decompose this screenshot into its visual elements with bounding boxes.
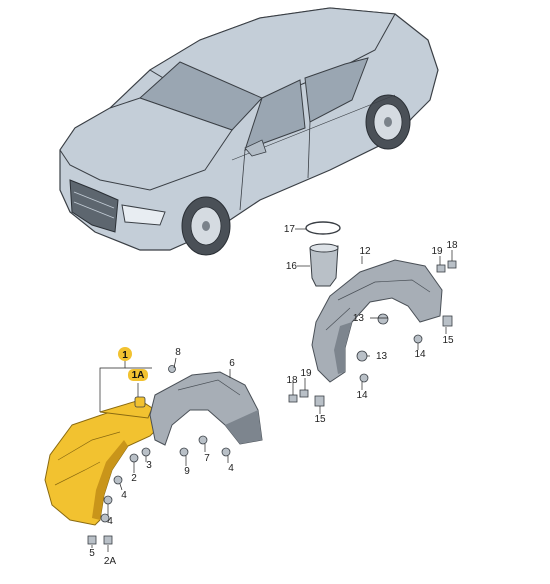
clip-icon — [314, 395, 325, 407]
label-1A: 1A — [132, 370, 145, 381]
label-6: 6 — [229, 358, 235, 369]
car-grille — [69, 179, 119, 233]
screw-icon — [299, 389, 309, 398]
nut-icon — [103, 495, 113, 505]
front-liner-rim — [92, 440, 128, 520]
label-19-a: 19 — [431, 246, 443, 257]
clip-1A — [134, 396, 146, 408]
label-1-highlight — [118, 347, 132, 361]
front-wheel-housing-liner — [44, 399, 163, 526]
nut-icon — [129, 453, 139, 463]
car-side-window-front — [244, 79, 306, 151]
label-3: 3 — [146, 460, 152, 471]
screw-icon — [359, 373, 369, 383]
label-13-b: 13 — [376, 351, 388, 362]
seal-ring-17 — [305, 221, 341, 235]
screw-icon — [103, 535, 113, 545]
label-4-a: 4 — [121, 490, 127, 501]
nut-icon — [356, 350, 368, 362]
rear-wheel-housing-liner — [311, 259, 443, 383]
label-4-b: 4 — [107, 516, 113, 527]
screw-icon — [168, 365, 176, 373]
label-9: 9 — [184, 466, 190, 477]
car-mirror — [244, 139, 267, 157]
label-2: 2 — [131, 473, 137, 484]
screw-icon — [288, 394, 298, 403]
nut-icon — [141, 447, 151, 457]
front-gray-liner — [149, 371, 263, 446]
label-17: 17 — [284, 224, 296, 235]
label-19-b: 19 — [300, 368, 312, 379]
label-1: 1 — [122, 350, 128, 361]
label-12: 12 — [359, 246, 371, 257]
leader-lines — [91, 228, 453, 552]
label-13-a: 13 — [353, 313, 365, 324]
nut-icon — [198, 435, 208, 445]
fasteners — [87, 260, 457, 545]
screw-icon — [413, 334, 423, 344]
screw-icon — [87, 535, 97, 545]
clip-icon — [442, 315, 453, 327]
car-hood — [59, 97, 233, 191]
screw-icon — [221, 447, 231, 457]
nut-icon — [377, 313, 389, 325]
label-15-b: 15 — [314, 414, 326, 425]
label-7: 7 — [204, 453, 210, 464]
front-liner-shape — [44, 411, 163, 526]
cover-sleeve-16 — [309, 243, 339, 287]
screw-icon — [447, 260, 457, 269]
label-16: 16 — [286, 261, 298, 272]
label-14-b: 14 — [356, 390, 368, 401]
label-5: 5 — [89, 548, 95, 559]
screw-icon — [179, 447, 189, 457]
car-illustration — [59, 7, 439, 256]
car-side-window-rear — [304, 57, 369, 123]
label-18-a: 18 — [446, 240, 458, 251]
nut-icon — [113, 475, 123, 485]
part-labels: 1 1A 8 6 3 2 4 4 5 2A 9 7 4 17 16 12 19 … — [89, 224, 458, 567]
label-8: 8 — [175, 347, 181, 358]
car-headlight — [121, 204, 166, 226]
label-1A-highlight — [128, 369, 148, 381]
label-18-b: 18 — [286, 375, 298, 386]
label-4-c: 4 — [228, 463, 234, 474]
label-15-a: 15 — [442, 335, 454, 346]
screw-icon — [436, 264, 446, 273]
label-2A: 2A — [104, 556, 117, 567]
label-14-a: 14 — [414, 349, 426, 360]
nut-icon — [100, 513, 110, 523]
